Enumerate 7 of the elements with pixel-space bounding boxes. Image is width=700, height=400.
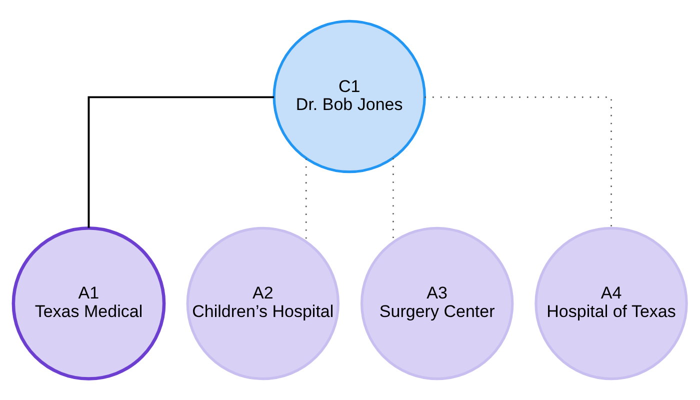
connector (88, 96, 274, 228)
node-circle: C1 Dr. Bob Jones (272, 20, 426, 174)
node-circle: A1 Texas Medical (12, 226, 166, 380)
node-circle: A3 Surgery Center (360, 226, 514, 380)
node-circle: A2 Children’s Hospital (186, 226, 340, 380)
node-circle: A4 Hospital of Texas (534, 226, 688, 380)
connector (424, 96, 612, 228)
